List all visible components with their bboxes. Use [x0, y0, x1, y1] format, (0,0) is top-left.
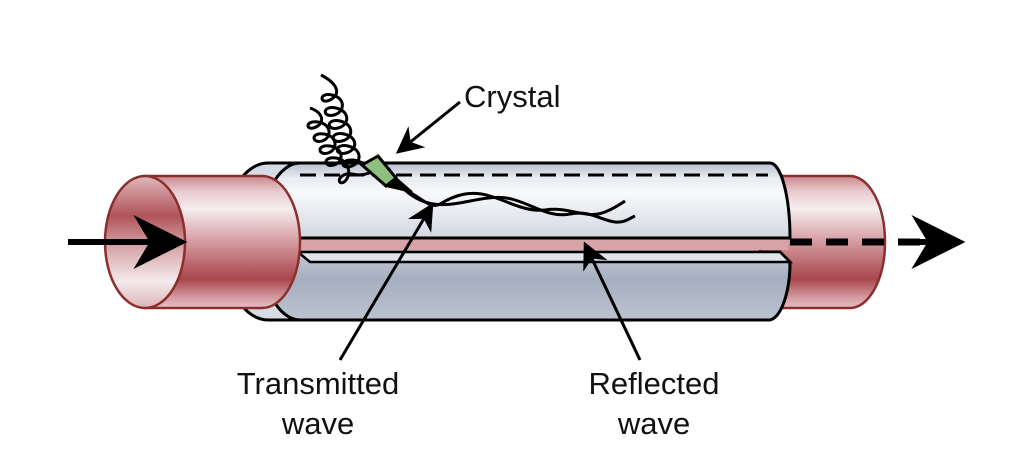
- crystal-label: Crystal: [464, 79, 560, 114]
- coiled-wires-icon: [306, 73, 373, 185]
- reflected-label-line1: Reflected: [589, 366, 720, 401]
- crystal-icon: [359, 154, 413, 193]
- transmitted-label-line1: Transmitted: [237, 366, 400, 401]
- reflected-pointer: [583, 241, 642, 361]
- crystal-pointer: [395, 100, 461, 154]
- transmitted-pointer: [338, 202, 434, 361]
- sleeve: [221, 161, 794, 322]
- transmitted-label-line2: wave: [281, 406, 354, 441]
- reflected-label-line2: wave: [617, 406, 690, 441]
- reflected-wave: [403, 188, 636, 224]
- outlet-tube: [758, 174, 887, 310]
